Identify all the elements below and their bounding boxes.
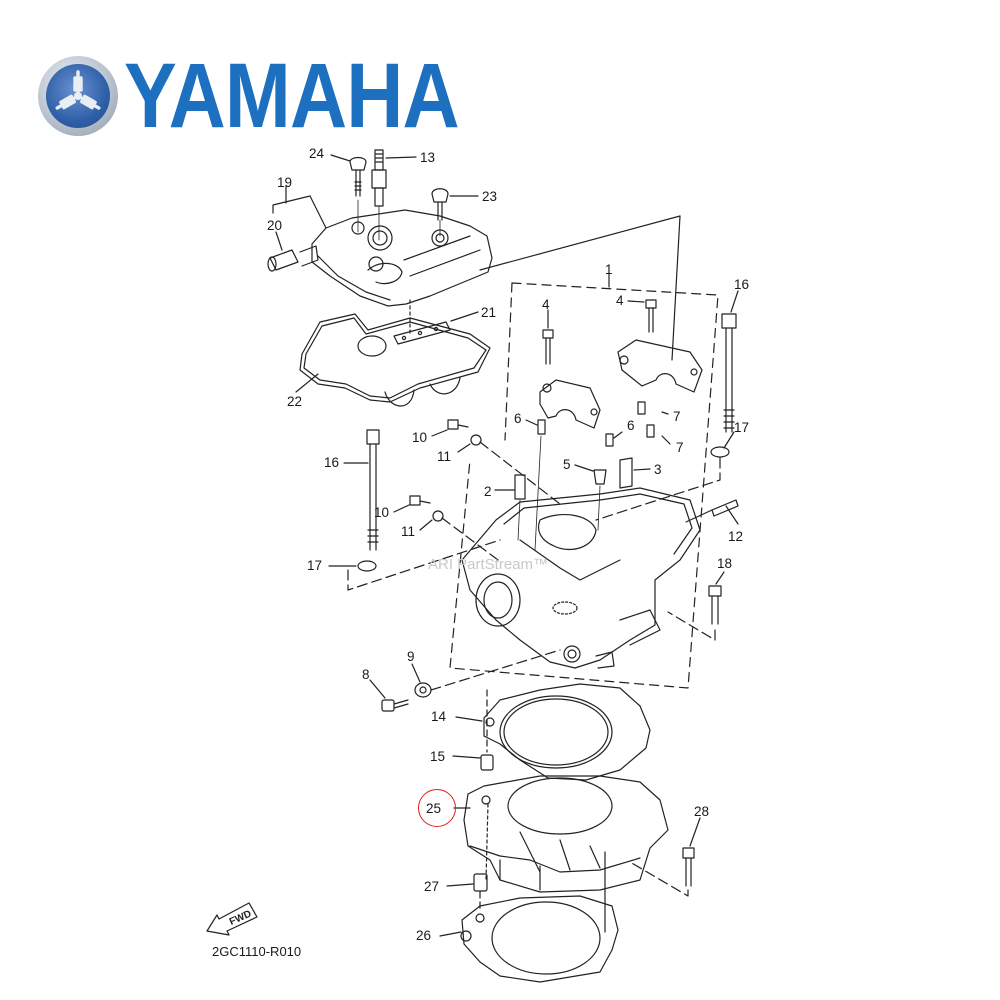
callout-22[interactable]: 22 [287, 394, 303, 409]
callout-23[interactable]: 23 [482, 189, 498, 204]
callout-19[interactable]: 19 [277, 175, 293, 190]
callout-5[interactable]: 5 [563, 457, 571, 472]
callout-16[interactable]: 16 [734, 277, 750, 292]
callout-14[interactable]: 14 [431, 709, 447, 724]
callout-3[interactable]: 3 [654, 462, 662, 477]
callout-4[interactable]: 4 [542, 297, 550, 312]
callout-11[interactable]: 11 [401, 524, 416, 539]
callout-28[interactable]: 28 [694, 804, 710, 819]
callout-13[interactable]: 13 [420, 150, 436, 165]
callout-24[interactable]: 24 [309, 146, 325, 161]
callout-10[interactable]: 10 [412, 430, 428, 445]
yamaha-logo: YAMAHA [38, 50, 513, 142]
callout-25[interactable]: 25 [426, 801, 442, 816]
callout-17[interactable]: 17 [734, 420, 750, 435]
forward-arrow-icon: FWD [205, 897, 261, 942]
brand-wordmark: YAMAHA [124, 45, 460, 147]
callout-20[interactable]: 20 [267, 218, 283, 233]
diagram-reference-code: 2GC1110-R010 [212, 944, 302, 959]
callout-18[interactable]: 18 [717, 556, 733, 571]
callout-10[interactable]: 10 [374, 505, 390, 520]
callout-16[interactable]: 16 [324, 455, 340, 470]
callout-7[interactable]: 7 [673, 409, 681, 424]
callout-15[interactable]: 15 [430, 749, 446, 764]
callout-11[interactable]: 11 [437, 449, 452, 464]
callout-4[interactable]: 4 [616, 293, 624, 308]
callout-7[interactable]: 7 [676, 440, 684, 455]
callout-2[interactable]: 2 [484, 484, 492, 499]
callout-26[interactable]: 26 [416, 928, 432, 943]
highlight-circle-part-25 [418, 789, 456, 827]
callout-1[interactable]: 1 [605, 262, 613, 277]
callout-6[interactable]: 6 [627, 418, 635, 433]
callout-6[interactable]: 6 [514, 411, 522, 426]
callout-21[interactable]: 21 [481, 305, 497, 320]
tuning-fork-emblem-icon [38, 56, 118, 136]
callout-17[interactable]: 17 [307, 558, 323, 573]
callout-8[interactable]: 8 [362, 667, 370, 682]
watermark: ARI PartStream™ [428, 556, 549, 573]
callout-12[interactable]: 12 [728, 529, 744, 544]
callout-9[interactable]: 9 [407, 649, 415, 664]
callout-27[interactable]: 27 [424, 879, 440, 894]
